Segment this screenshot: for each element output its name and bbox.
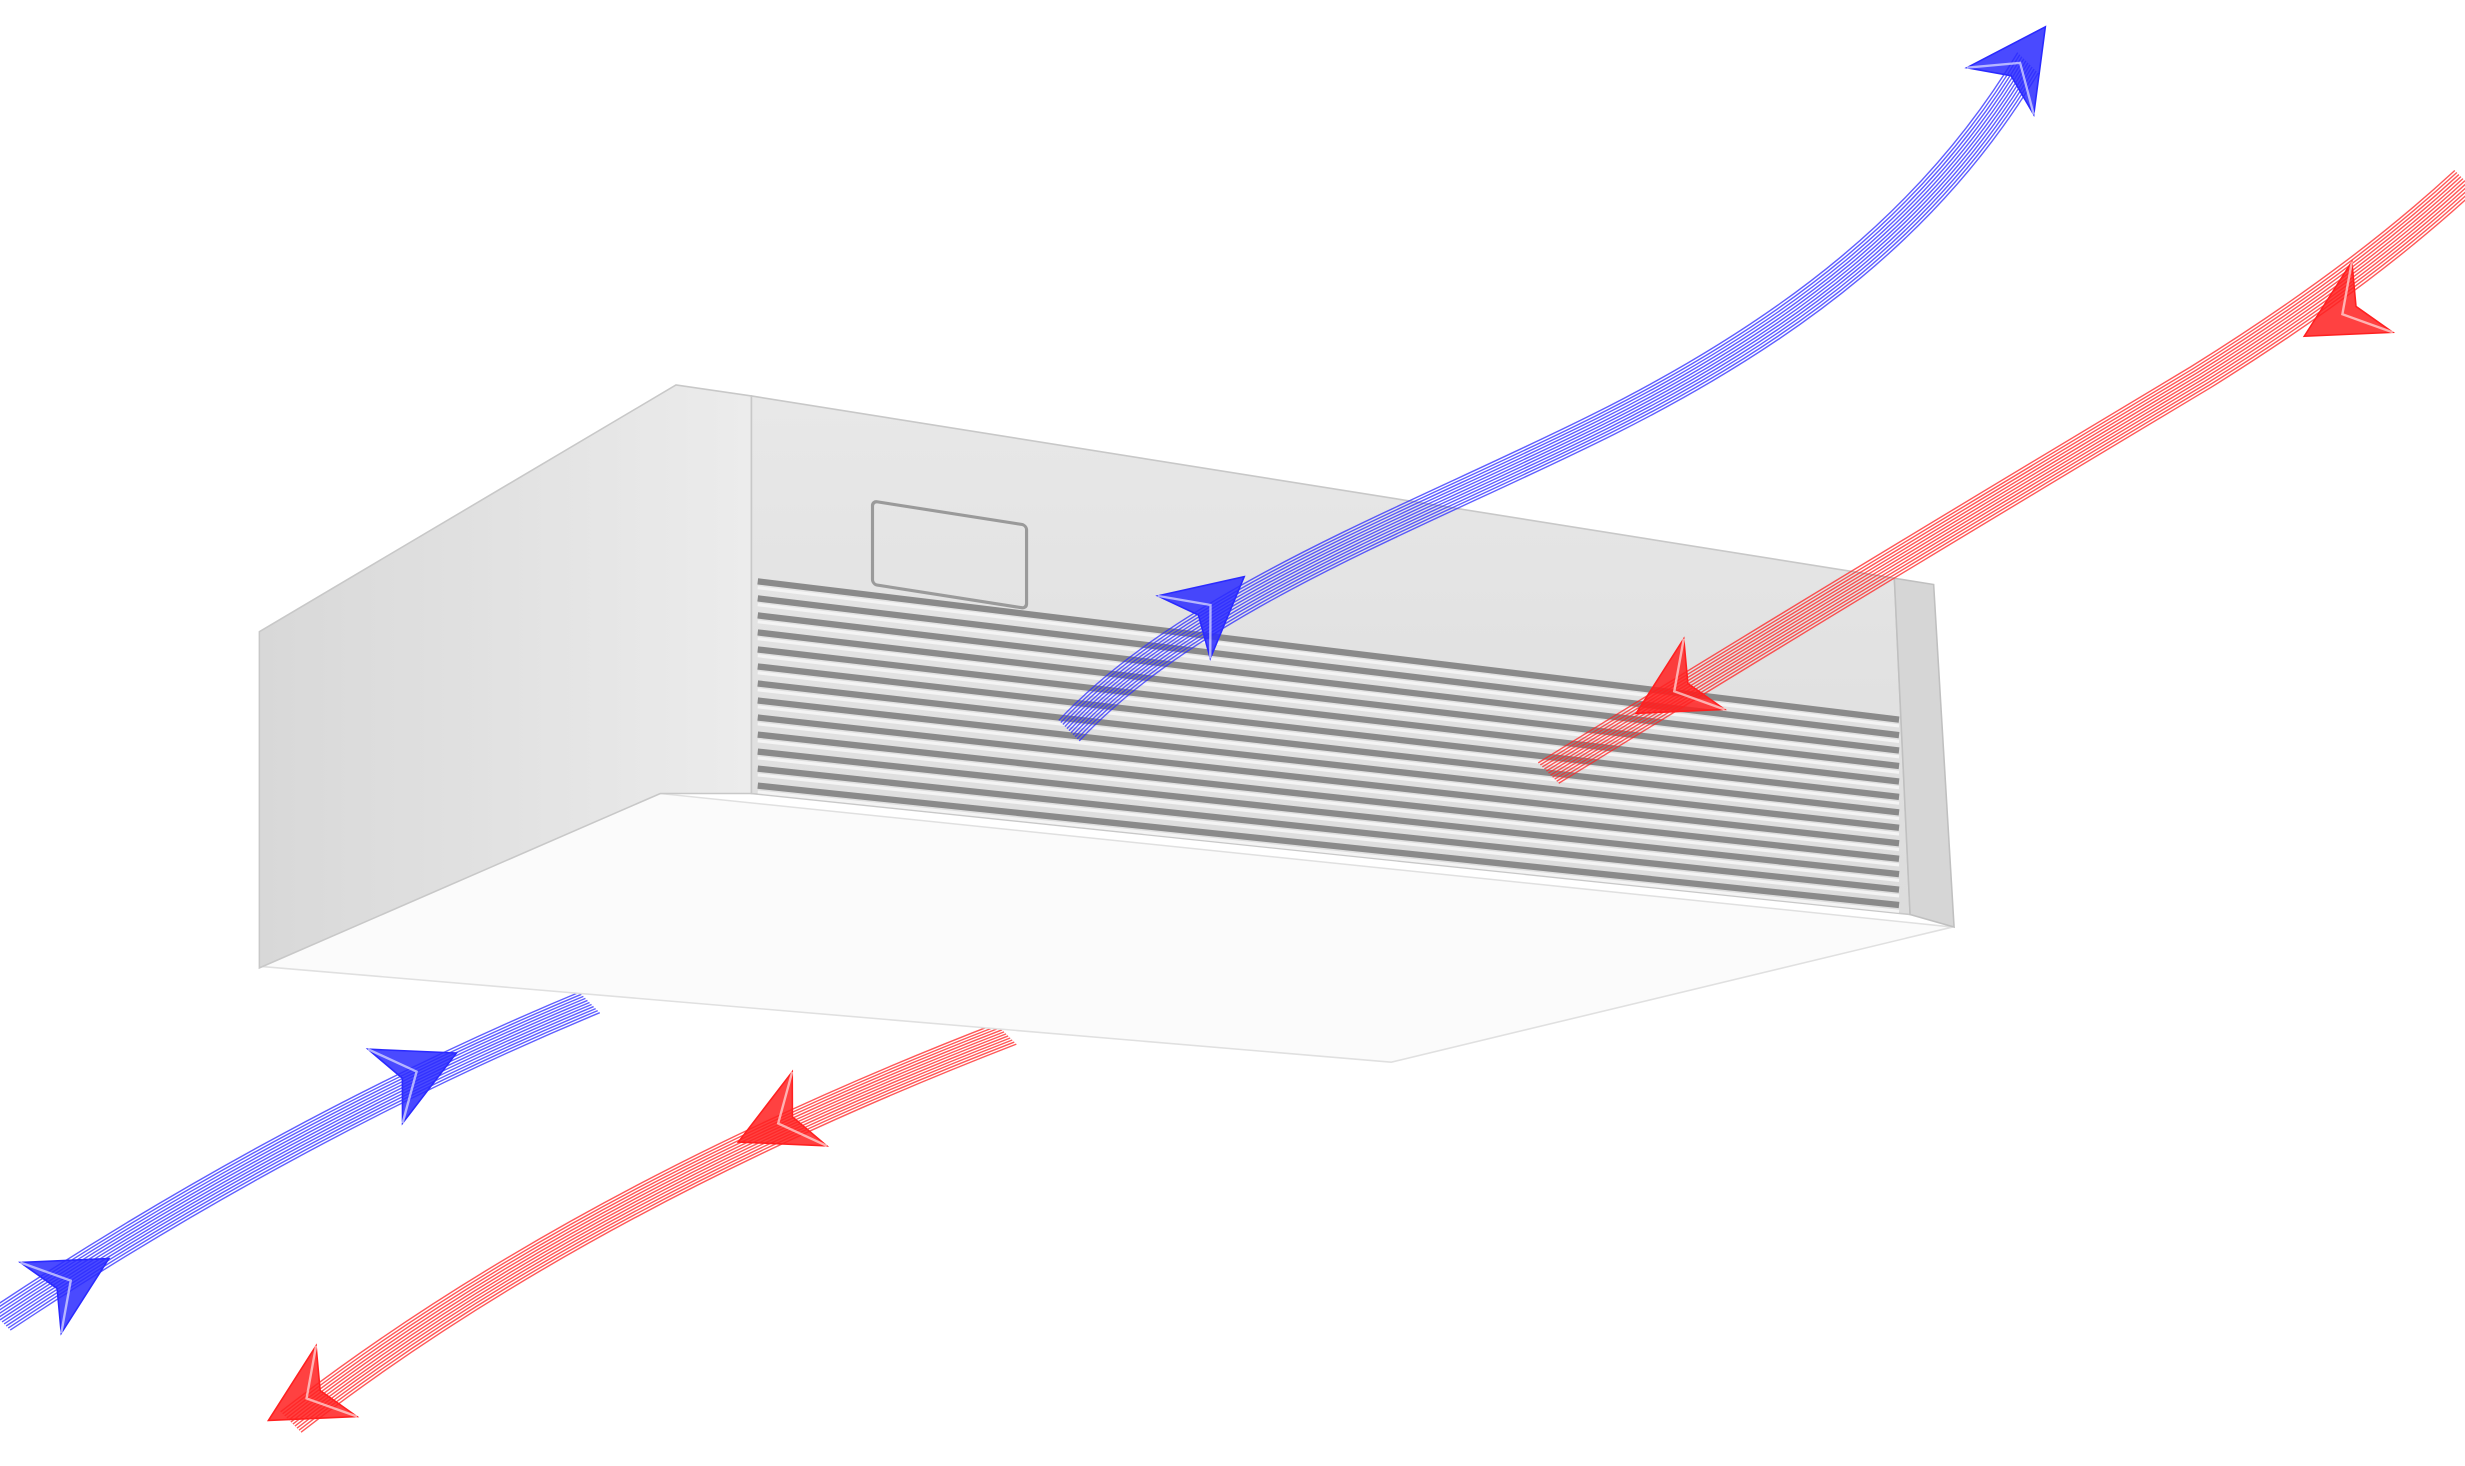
- louver: [757, 629, 1900, 770]
- cool-arrow-head-icon: [365, 1048, 459, 1126]
- lower-airflows: [0, 991, 1017, 1433]
- louver-highlight: [757, 773, 1900, 898]
- louver: [757, 578, 1900, 723]
- louver-highlight: [757, 620, 1900, 759]
- display-panel: [870, 500, 1029, 610]
- return-warm-lower-flow: [266, 1023, 1017, 1433]
- louver-highlight: [757, 688, 1900, 821]
- ceiling-unit: [258, 384, 1955, 1063]
- cool-arrow-head-icon: [1155, 575, 1246, 661]
- upper-airflows: [1058, 25, 2465, 784]
- louver-highlight: [757, 705, 1900, 836]
- louver: [757, 680, 1900, 816]
- louver-highlight: [757, 654, 1900, 790]
- louver: [757, 697, 1900, 831]
- louver-highlight: [757, 671, 1900, 805]
- warm-arrow-head-icon: [1634, 636, 1727, 715]
- supply-cool-upper-flow: [1058, 25, 2047, 742]
- louver: [757, 646, 1900, 785]
- louver: [757, 731, 1900, 862]
- louver: [757, 714, 1900, 847]
- unit-right-cap: [1893, 577, 1955, 929]
- warm-arrow-head-icon: [266, 1343, 360, 1422]
- louver: [757, 748, 1900, 878]
- cool-arrow-head-icon: [1964, 25, 2047, 117]
- louver-highlight: [757, 756, 1900, 883]
- louver: [757, 663, 1900, 801]
- supply-cool-lower-flow: [0, 991, 601, 1336]
- louver-highlight: [757, 790, 1900, 913]
- louver-highlight: [757, 637, 1900, 774]
- louver: [757, 595, 1900, 739]
- louver: [757, 782, 1900, 909]
- air-grille: [757, 578, 1900, 913]
- louver-highlight: [757, 722, 1900, 852]
- louver: [757, 765, 1900, 893]
- warm-arrow-head-icon: [736, 1069, 830, 1147]
- louver: [757, 612, 1900, 754]
- cool-arrow-head-icon: [18, 1257, 111, 1336]
- return-warm-upper-flow: [1537, 169, 2465, 784]
- louver-highlight: [757, 603, 1900, 743]
- louver-highlight: [757, 739, 1900, 867]
- warm-arrow-head-icon: [2302, 259, 2396, 338]
